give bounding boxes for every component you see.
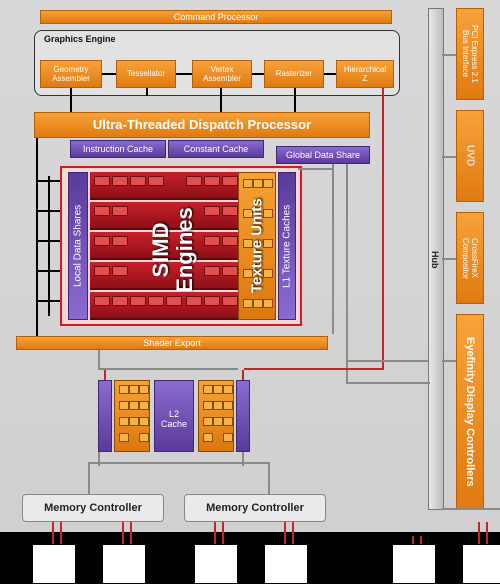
- command-processor: Command Processor: [40, 10, 392, 24]
- uvd: UVD: [456, 110, 484, 202]
- l1-texture-caches: L1 Texture Caches: [278, 172, 296, 320]
- hierarchical-z: Hierarchical Z: [336, 60, 394, 88]
- memory-chip-2: [102, 544, 146, 584]
- graphics-engine-title: Graphics Engine: [44, 34, 116, 44]
- global-data-share: Global Data Share: [276, 146, 370, 164]
- crossfirex-compositor: CrossFireX Compositor: [456, 212, 484, 304]
- eyefinity-display-controllers: Eyefinity Display Controllers: [456, 314, 484, 510]
- l2-right-channel: [236, 380, 250, 452]
- rasterizer: Rasterizer: [264, 60, 324, 88]
- l2-left-channel: [98, 380, 112, 452]
- simd-label-line2: Engines: [172, 207, 197, 293]
- constant-cache: Constant Cache: [168, 140, 264, 158]
- pci-express-interface: PCI Express 2.1 Bus Interface: [456, 8, 484, 100]
- local-data-shares: Local Data Shares: [68, 172, 88, 320]
- geometry-assembler: Geometry Assembler: [40, 60, 102, 88]
- memory-controller-2: Memory Controller: [184, 494, 326, 522]
- memory-chip-3: [194, 544, 238, 584]
- l2-cache: L2 Cache: [154, 380, 194, 452]
- simd-engines: [90, 172, 238, 320]
- memory-chip-1: [32, 544, 76, 584]
- instruction-cache: Instruction Cache: [70, 140, 166, 158]
- texture-units: [238, 172, 276, 320]
- memory-chip-5: [392, 544, 436, 584]
- memory-chip-6: [462, 544, 500, 584]
- texture-units-label: Texture Units: [248, 198, 266, 294]
- shader-export: Shader Export: [16, 336, 328, 350]
- memory-chip-4: [264, 544, 308, 584]
- vertex-assembler: Vertex Assembler: [192, 60, 252, 88]
- tessellator: Tessellator: [116, 60, 176, 88]
- dispatch-processor: Ultra-Threaded Dispatch Processor: [34, 112, 370, 138]
- simd-label: SIMD Engines: [123, 195, 223, 305]
- l2-right-block: [198, 380, 234, 452]
- l2-left-block: [114, 380, 150, 452]
- memory-controller-1: Memory Controller: [22, 494, 164, 522]
- simd-label-line1: SIMD: [148, 222, 173, 278]
- hub-label: Hub: [430, 251, 440, 269]
